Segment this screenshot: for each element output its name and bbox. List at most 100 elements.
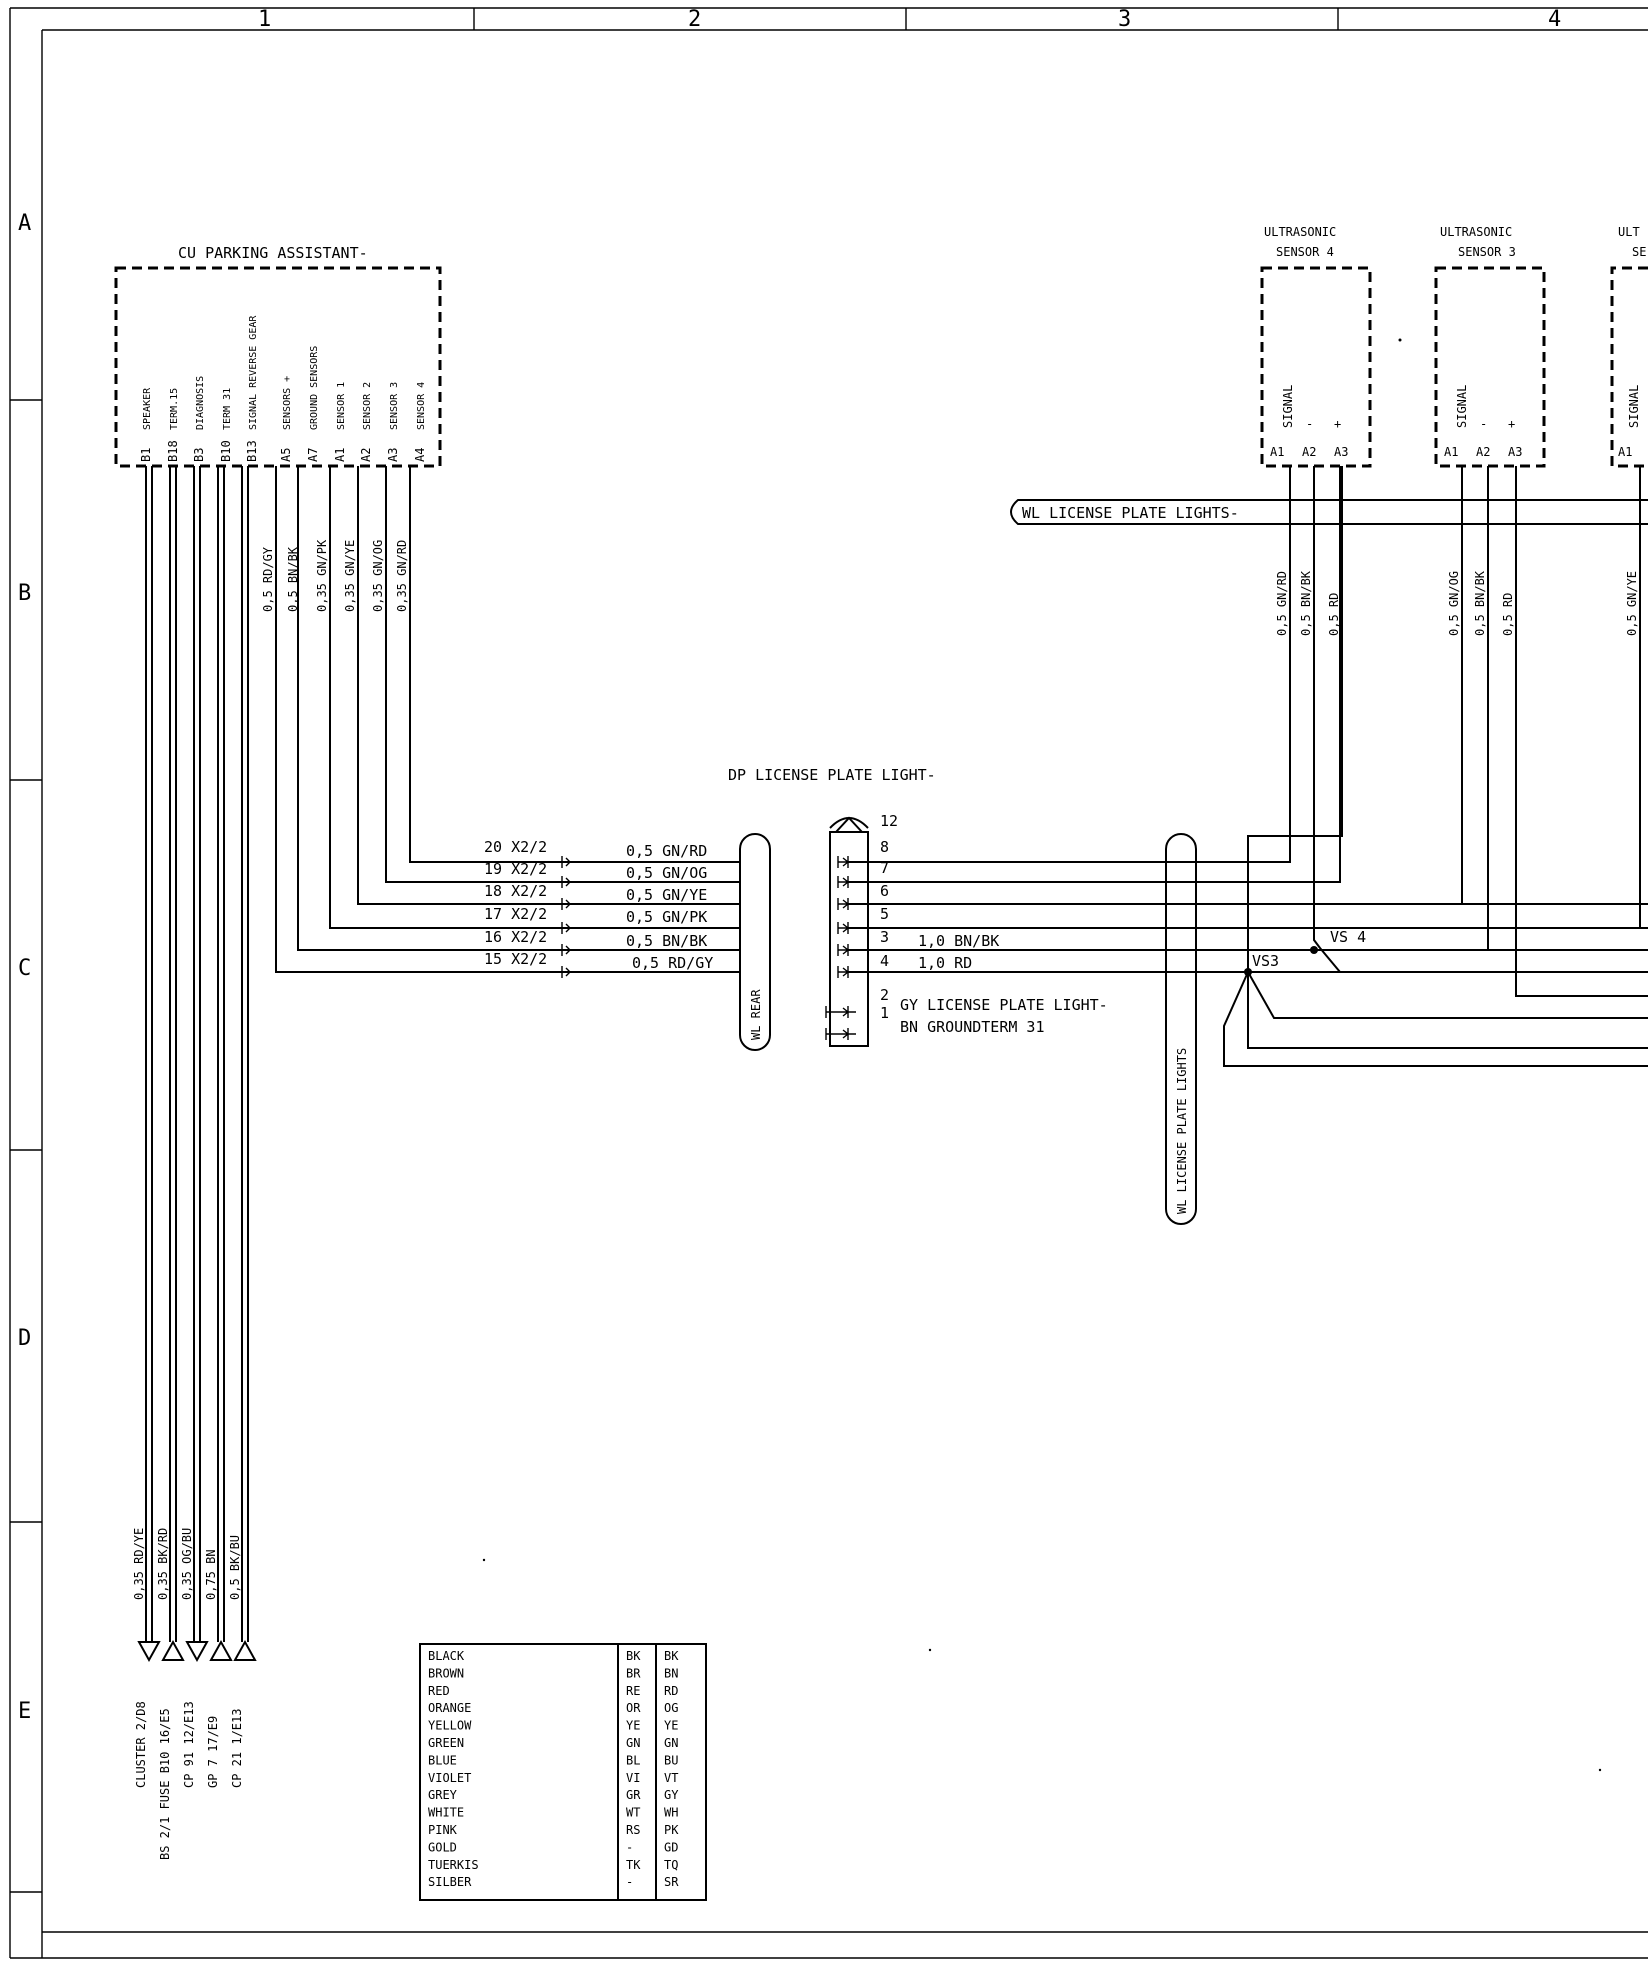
sensor4-wire-a3: 0,5 RD [1327,593,1341,636]
legend-cell-0-1: BK [626,1649,641,1663]
row-label-a: A [18,211,31,236]
legend-cell-6-0: BLUE [428,1753,457,1767]
splice-vs3-label: VS3 [1252,952,1279,970]
col-label-1: 1 [258,7,271,32]
cu-wire-gn-ye: 0,35 GN/YE [343,540,357,612]
sensor3-pin-a2: A2 [1476,445,1490,459]
cu-pin-b13: B13 [245,440,259,462]
sensor3-title2: SENSOR 3 [1458,245,1516,259]
legend-cell-1-1: BR [626,1666,641,1680]
cu-pin-b1: B1 [139,448,153,462]
sensor-partial-wire-a1: 0,5 GN/YE [1625,571,1639,636]
legend-cell-3-1: OR [626,1701,641,1715]
legend-cell-4-2: YE [664,1719,678,1733]
connector-pin-3: 3 [880,928,889,946]
conn-wire-15: 0,5 RD/GY [632,954,713,972]
cu-supply-wires [137,466,257,1663]
wl-plate-top-label: WL LICENSE PLATE LIGHTS- [1022,504,1239,522]
cu-pin-a3: A3 [386,448,400,462]
right-wire-rd: 1,0 RD [918,954,972,972]
legend-cell-2-2: RD [664,1684,678,1698]
legend-cell-8-1: GR [626,1788,641,1802]
conn-label-18: 18 X2/2 [484,882,547,900]
cu-fn-ground-sensors: GROUND SENSORS [309,346,320,430]
legend-cell-3-2: OG [664,1701,678,1715]
cu-parking-assistant: CU PARKING ASSISTANT- [114,244,442,468]
legend-cell-6-2: BU [664,1753,678,1767]
cu-pin-b10: B10 [219,440,233,462]
sensor3-wire-a2: 0,5 BN/BK [1473,570,1487,636]
dest-fuse: BS 2/1 FUSE B10 16/E5 [158,1708,172,1860]
splice-vs4: VS 4 [1310,928,1366,954]
sensor3-fn-signal: SIGNAL [1455,385,1469,428]
conn-wire-16: 0,5 BN/BK [626,932,707,950]
dest-cluster: CLUSTER 2/D8 [134,1701,148,1788]
cu-pin-a5: A5 [279,448,293,462]
legend-cell-5-1: GN [626,1736,640,1750]
conn-wire-17: 0,5 GN/PK [626,908,707,926]
connector-pin-2-desc: GY LICENSE PLATE LIGHT- [900,996,1108,1014]
cu-pin-a1: A1 [333,448,347,462]
cu-pin-ids: B1 B18 B3 B10 B13 A5 A7 A1 A2 A3 A4 [139,440,427,462]
connector-title: DP LICENSE PLATE LIGHT- [728,766,936,784]
legend-cell-5-2: GN [664,1736,678,1750]
col-label-3: 3 [1118,7,1131,32]
legend-cell-11-2: GD [664,1840,678,1854]
connector-contact-marks [561,856,571,978]
cu-pin-a4: A4 [413,448,427,462]
cu-fn-sensors-plus: SENSORS + [282,376,293,430]
cu-wire-gn-pk: 0,35 GN/PK [315,539,329,612]
wl-rear-label: WL REAR [749,989,763,1040]
cu-fn-sensor3: SENSOR 3 [389,382,400,430]
legend-cell-13-0: SILBER [428,1875,472,1889]
legend-cell-10-1: RS [626,1823,640,1837]
sensor4-fn-plus: + [1334,417,1341,431]
connector-pin-1-desc: BN GROUNDTERM 31 [900,1018,1045,1036]
legend-cell-8-0: GREY [428,1788,458,1802]
conn-label-16: 16 X2/2 [484,928,547,946]
connector-pin-numbers: 8 7 6 5 3 4 2 1 GY LICENSE PLATE LIGHT- … [880,838,1108,1036]
legend-cell-12-2: TQ [664,1858,678,1872]
cu-fn-sensor1: SENSOR 1 [336,382,347,430]
cu-fn-term15: TERM.15 [169,388,180,430]
right-wire-bn-bk: 1,0 BN/BK [918,932,999,950]
legend-cell-12-1: TK [626,1858,641,1872]
wire-bk-bu: 0,5 BK/BU [228,1535,242,1600]
sensor-partial-title2: SE [1632,245,1646,259]
sensor-partial-title1: ULT [1618,225,1640,239]
cu-pin-b3: B3 [192,448,206,462]
splice-vs3: VS3 [1223,952,1648,1067]
legend-cell-11-1: - [626,1840,633,1854]
legend-cell-1-2: BN [664,1666,678,1680]
legend-cell-9-0: WHITE [428,1806,464,1820]
cu-wire-rd-gy: 0,5 RD/GY [261,546,275,612]
connector-right-wires [868,466,1648,973]
sensor-partial-pin-a1: A1 [1618,445,1632,459]
col-label-2: 2 [688,7,701,32]
connector-pin-8: 8 [880,838,889,856]
dp-license-plate-connector: DP LICENSE PLATE LIGHT- 12 [728,766,936,1047]
col-label-4: 4 [1548,7,1561,32]
wl-plate-vertical-label: WL LICENSE PLATE LIGHTS [1175,1048,1189,1214]
sensor4-fn-signal: SIGNAL [1281,385,1295,428]
legend-cell-11-0: GOLD [428,1840,457,1854]
sensor-partial-fn-signal: SIGNAL [1627,385,1641,428]
cu-fn-reverse-gear: SIGNAL REVERSE GEAR [248,315,259,430]
sensor3-wire-a3: 0,5 RD [1501,593,1515,636]
sensor4-fn-minus: - [1306,417,1313,431]
connector-row-labels: 20 X2/2 19 X2/2 18 X2/2 17 X2/2 16 X2/2 … [484,838,713,972]
sensor4-pin-a1: A1 [1270,445,1284,459]
row-label-c: C [18,956,31,981]
sensor4-title1: ULTRASONIC [1264,225,1336,239]
ultrasonic-sensor-partial: ULT SE SIGNAL A1 0,5 GN/YE [1610,225,1648,636]
ultrasonic-sensor-3: ULTRASONIC SENSOR 3 SIGNAL - + A1 A2 A3 … [1434,225,1648,997]
connector-pin-1: 1 [880,1004,889,1022]
connector-pin-4: 4 [880,952,889,970]
cu-pin-functions: SPEAKER TERM.15 DIAGNOSIS TERM 31 SIGNAL… [142,315,427,430]
dest-cp21: CP 21 1/E13 [230,1709,244,1788]
sensor4-pin-a2: A2 [1302,445,1316,459]
sensor3-fn-minus: - [1480,417,1487,431]
cu-supply-wire-labels: 0,35 RD/YE 0,35 BK/RD 0,35 OG/BU 0,75 BN… [132,1528,242,1600]
dest-cp91: CP 91 12/E13 [182,1701,196,1788]
